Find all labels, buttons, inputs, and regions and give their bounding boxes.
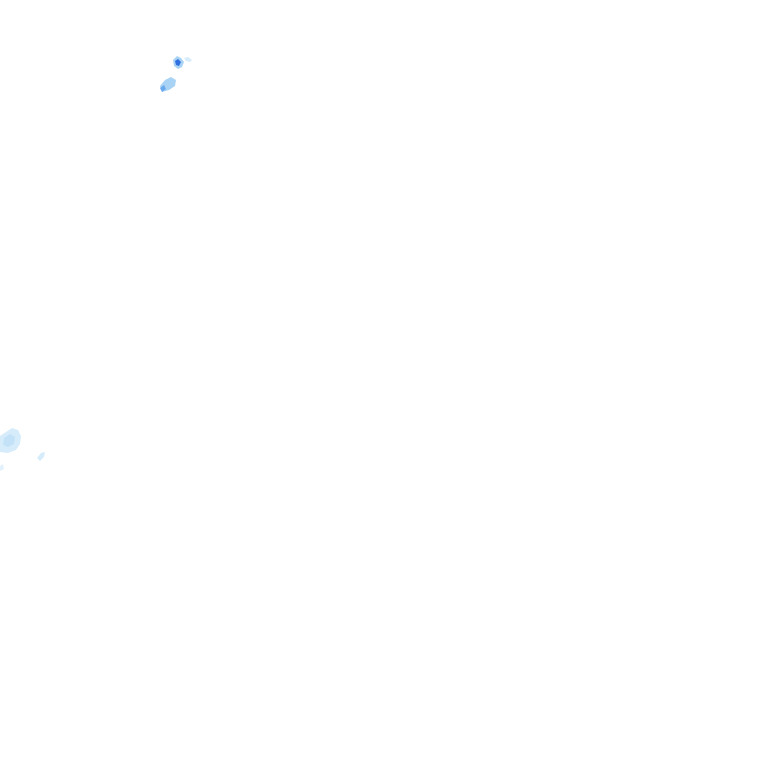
cluster-west-main <box>0 428 21 453</box>
precip-cell-light <box>37 452 45 461</box>
cluster-west-small <box>37 452 45 461</box>
cluster-west-fragment <box>0 464 4 471</box>
cluster-northwest <box>173 56 192 69</box>
precip-cell-dark <box>175 59 181 66</box>
precip-cell-light-inner <box>3 434 15 447</box>
precip-cell-core <box>160 85 166 92</box>
cluster-northwest-tail <box>160 77 176 92</box>
precip-cell-faint <box>184 57 192 62</box>
precip-cell-faint <box>0 464 4 471</box>
